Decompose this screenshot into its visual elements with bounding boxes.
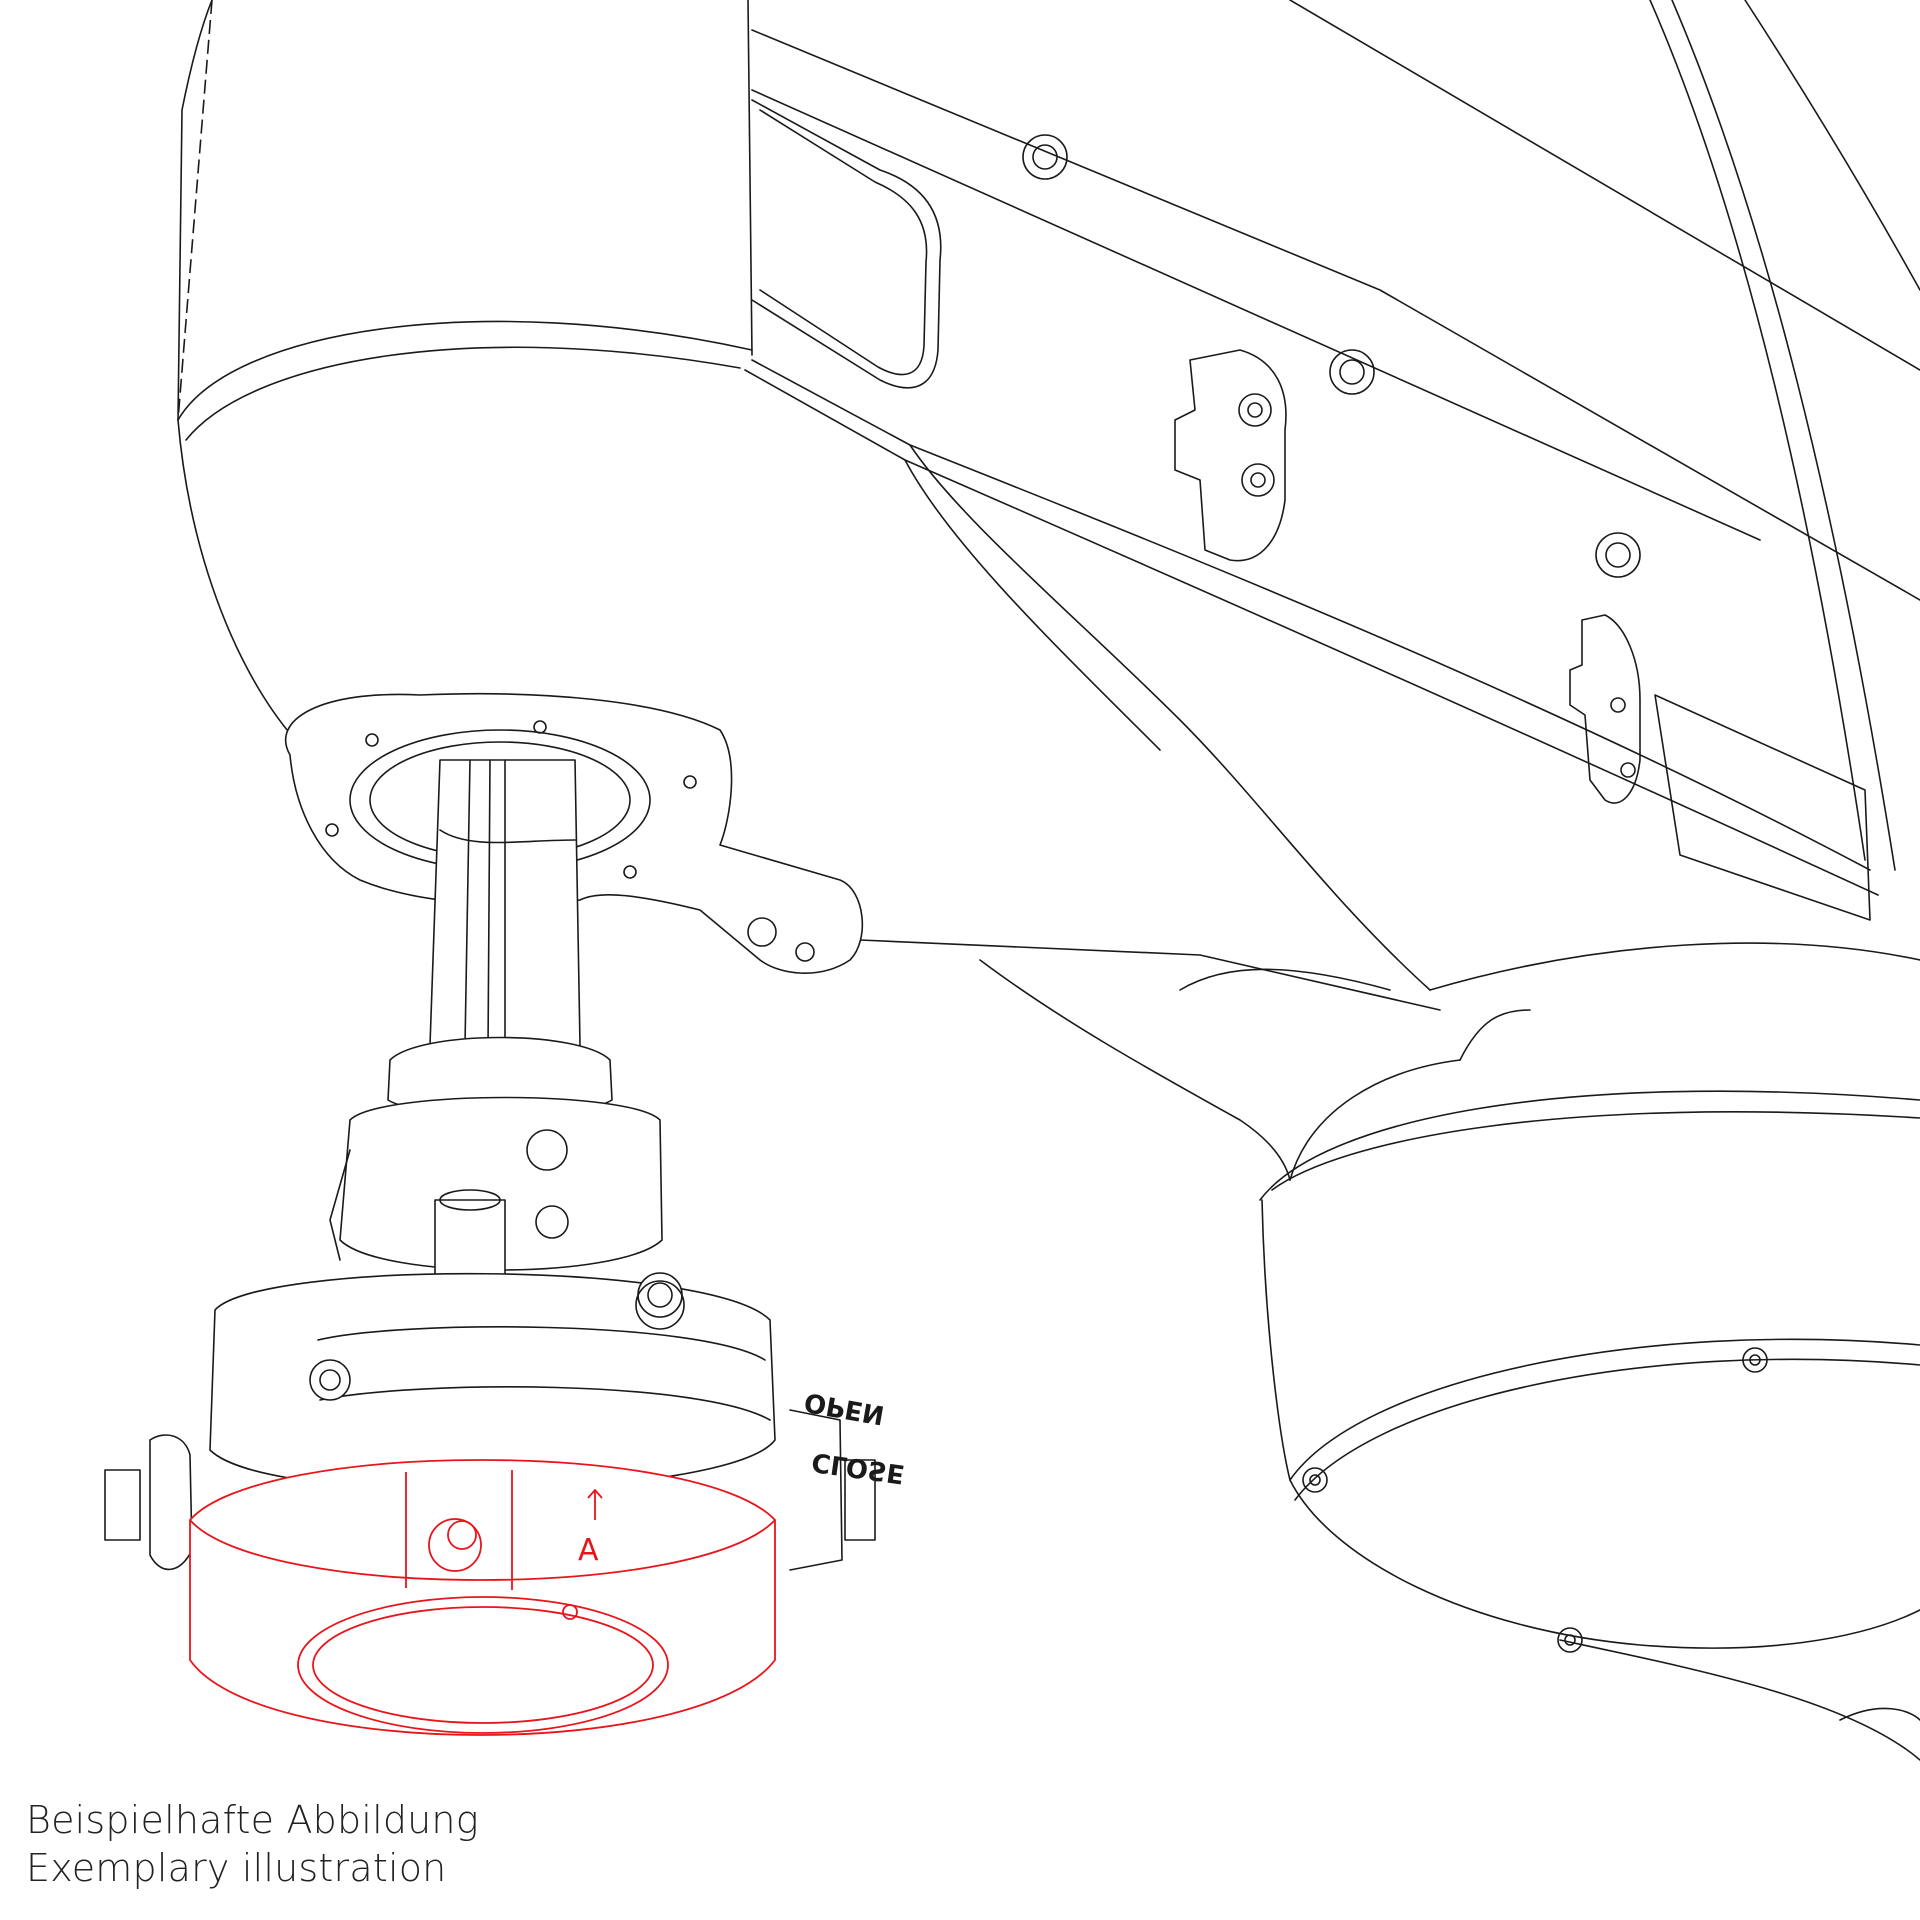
open-engraving: OPEN — [802, 1386, 887, 1430]
robot-arm-body — [177, 0, 1920, 1181]
lower-joint-housing — [1259, 1090, 1920, 1761]
caption-english: Exemplary illustration — [26, 1846, 447, 1890]
marker-a: A — [578, 1533, 599, 1568]
caption-german: Beispielhafte Abbildung — [26, 1798, 479, 1842]
spindle-shaft — [429, 759, 581, 1061]
highlighted-tool-ring: A — [189, 1459, 776, 1736]
tool-changer-body: OPEN CLOSE — [104, 1036, 907, 1571]
close-engraving: CLOSE — [810, 1446, 907, 1489]
